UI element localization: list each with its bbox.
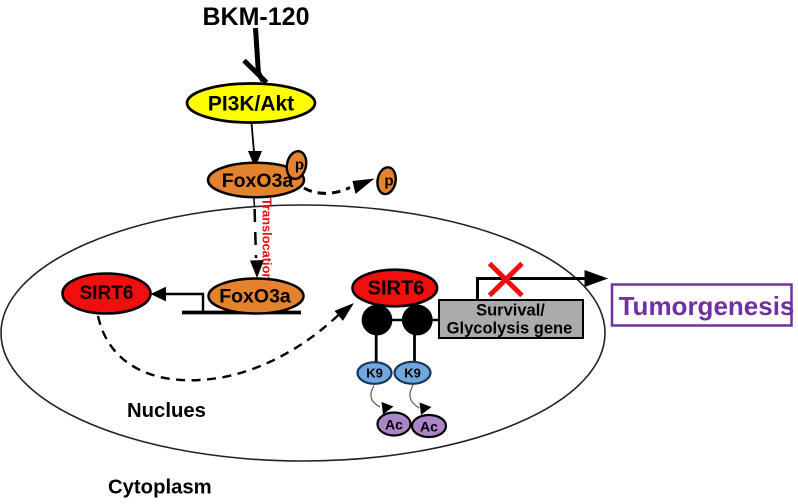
svg-text:Ac: Ac (420, 419, 438, 435)
svg-text:K9: K9 (404, 366, 421, 381)
svg-text:Nuclues: Nuclues (127, 400, 206, 422)
svg-text:SIRT6: SIRT6 (368, 278, 425, 300)
svg-text:p: p (295, 157, 304, 174)
svg-text:BKM-120: BKM-120 (203, 3, 310, 31)
svg-text:Tumorgenesis: Tumorgenesis (619, 291, 795, 321)
svg-text:PI3K/Akt: PI3K/Akt (208, 93, 294, 116)
svg-text:Ac: Ac (385, 417, 403, 433)
svg-text:FoxO3a: FoxO3a (219, 286, 291, 308)
svg-text:K9: K9 (366, 366, 383, 381)
svg-text:Translocation: Translocation (260, 198, 275, 281)
svg-text:FoxO3a: FoxO3a (222, 170, 294, 192)
svg-text:Glycolysis gene: Glycolysis gene (447, 320, 573, 338)
svg-text:SIRT6: SIRT6 (80, 283, 134, 304)
svg-text:p: p (384, 173, 393, 190)
svg-text:Survival/: Survival/ (476, 302, 545, 320)
svg-text:Cytoplasm: Cytoplasm (108, 477, 212, 499)
